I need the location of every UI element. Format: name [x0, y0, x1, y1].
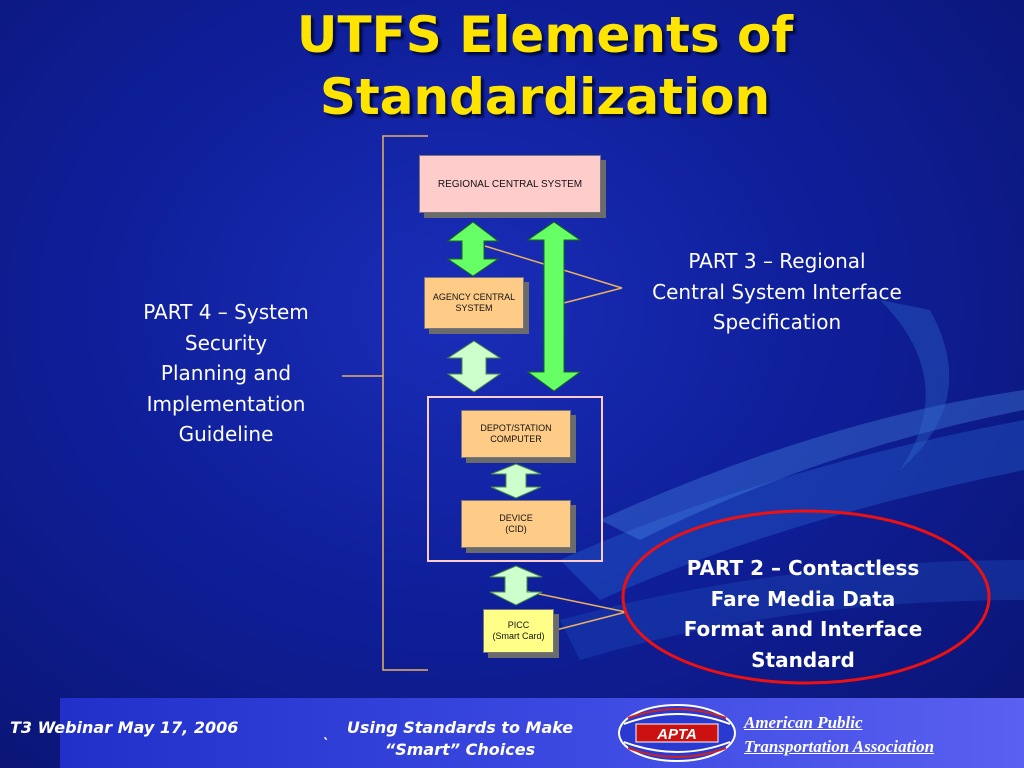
- agency-central-system-label: AGENCY CENTRAL SYSTEM: [432, 292, 516, 313]
- footer-tick-mark: `: [322, 737, 329, 753]
- part4-line-4: Implementation: [146, 391, 306, 416]
- part3-line-2: Central System Interface: [652, 279, 902, 304]
- regional-central-system-label: REGIONAL CENTRAL SYSTEM: [437, 178, 583, 190]
- title-line-1: UTFS Elements of: [296, 6, 794, 64]
- picc-smart-card-label: PICC (Smart Card): [492, 620, 545, 641]
- part2-highlight-ellipse: [621, 509, 991, 685]
- slide-title: UTFS Elements of Standardization: [200, 4, 890, 128]
- title-line-2: Standardization: [319, 68, 771, 126]
- org-name-line-2: Transportation Association: [744, 737, 935, 756]
- part3-label: PART 3 – Regional Central System Interfa…: [626, 246, 928, 338]
- footer-presentation-title: Using Standards to Make “Smart” Choices: [320, 717, 600, 761]
- footer-title-line-1: Using Standards to Make: [346, 718, 574, 737]
- device-cid-box: DEVICE (CID): [461, 500, 571, 548]
- part2-line-1: PART 2 – Contactless: [686, 556, 920, 580]
- apta-logo-text: APTA: [656, 726, 697, 743]
- footer-title-line-2: “Smart” Choices: [384, 740, 536, 759]
- picc-smart-card-box: PICC (Smart Card): [483, 609, 554, 653]
- part4-line-5: Guideline: [178, 422, 274, 446]
- part4-label: PART 4 – System Security Planning and Im…: [112, 297, 340, 450]
- part3-line-3: Specification: [712, 310, 842, 334]
- arrow-regional-agency: [446, 221, 500, 277]
- part4-line-1: PART 4 – System: [143, 300, 309, 324]
- apta-logo-icon: APTA: [618, 704, 736, 762]
- part3-line-1: PART 3 – Regional: [688, 249, 866, 273]
- part4-line-2: Security: [184, 330, 268, 355]
- part2-line-4: Standard: [751, 647, 855, 672]
- footer-webinar-date: T3 Webinar May 17, 2006: [10, 718, 239, 737]
- part2-label: PART 2 – Contactless Fare Media Data For…: [648, 553, 958, 675]
- arrow-agency-depot: [446, 340, 502, 393]
- regional-central-system-box: REGIONAL CENTRAL SYSTEM: [419, 155, 601, 213]
- arrow-regional-depot: [526, 221, 582, 392]
- part2-line-2: Fare Media Data: [710, 586, 896, 611]
- footer-band: [60, 698, 1024, 768]
- part2-leader-line-b: [555, 611, 627, 631]
- arrow-depot-device: [490, 463, 542, 499]
- agency-central-system-box: AGENCY CENTRAL SYSTEM: [424, 277, 524, 329]
- device-cid-label: DEVICE (CID): [499, 513, 533, 534]
- depot-device-group: [427, 396, 603, 562]
- arrow-device-picc: [489, 565, 543, 606]
- part3-leader-line-b: [555, 287, 623, 306]
- part2-line-3: Format and Interface: [683, 617, 923, 641]
- org-name-line-1: American Public: [744, 713, 863, 732]
- depot-station-computer-label: DEPOT/STATION COMPUTER: [480, 423, 552, 444]
- part4-bracket: [382, 135, 428, 671]
- part4-line-3: Planning and: [160, 361, 292, 385]
- depot-station-computer-box: DEPOT/STATION COMPUTER: [461, 410, 571, 458]
